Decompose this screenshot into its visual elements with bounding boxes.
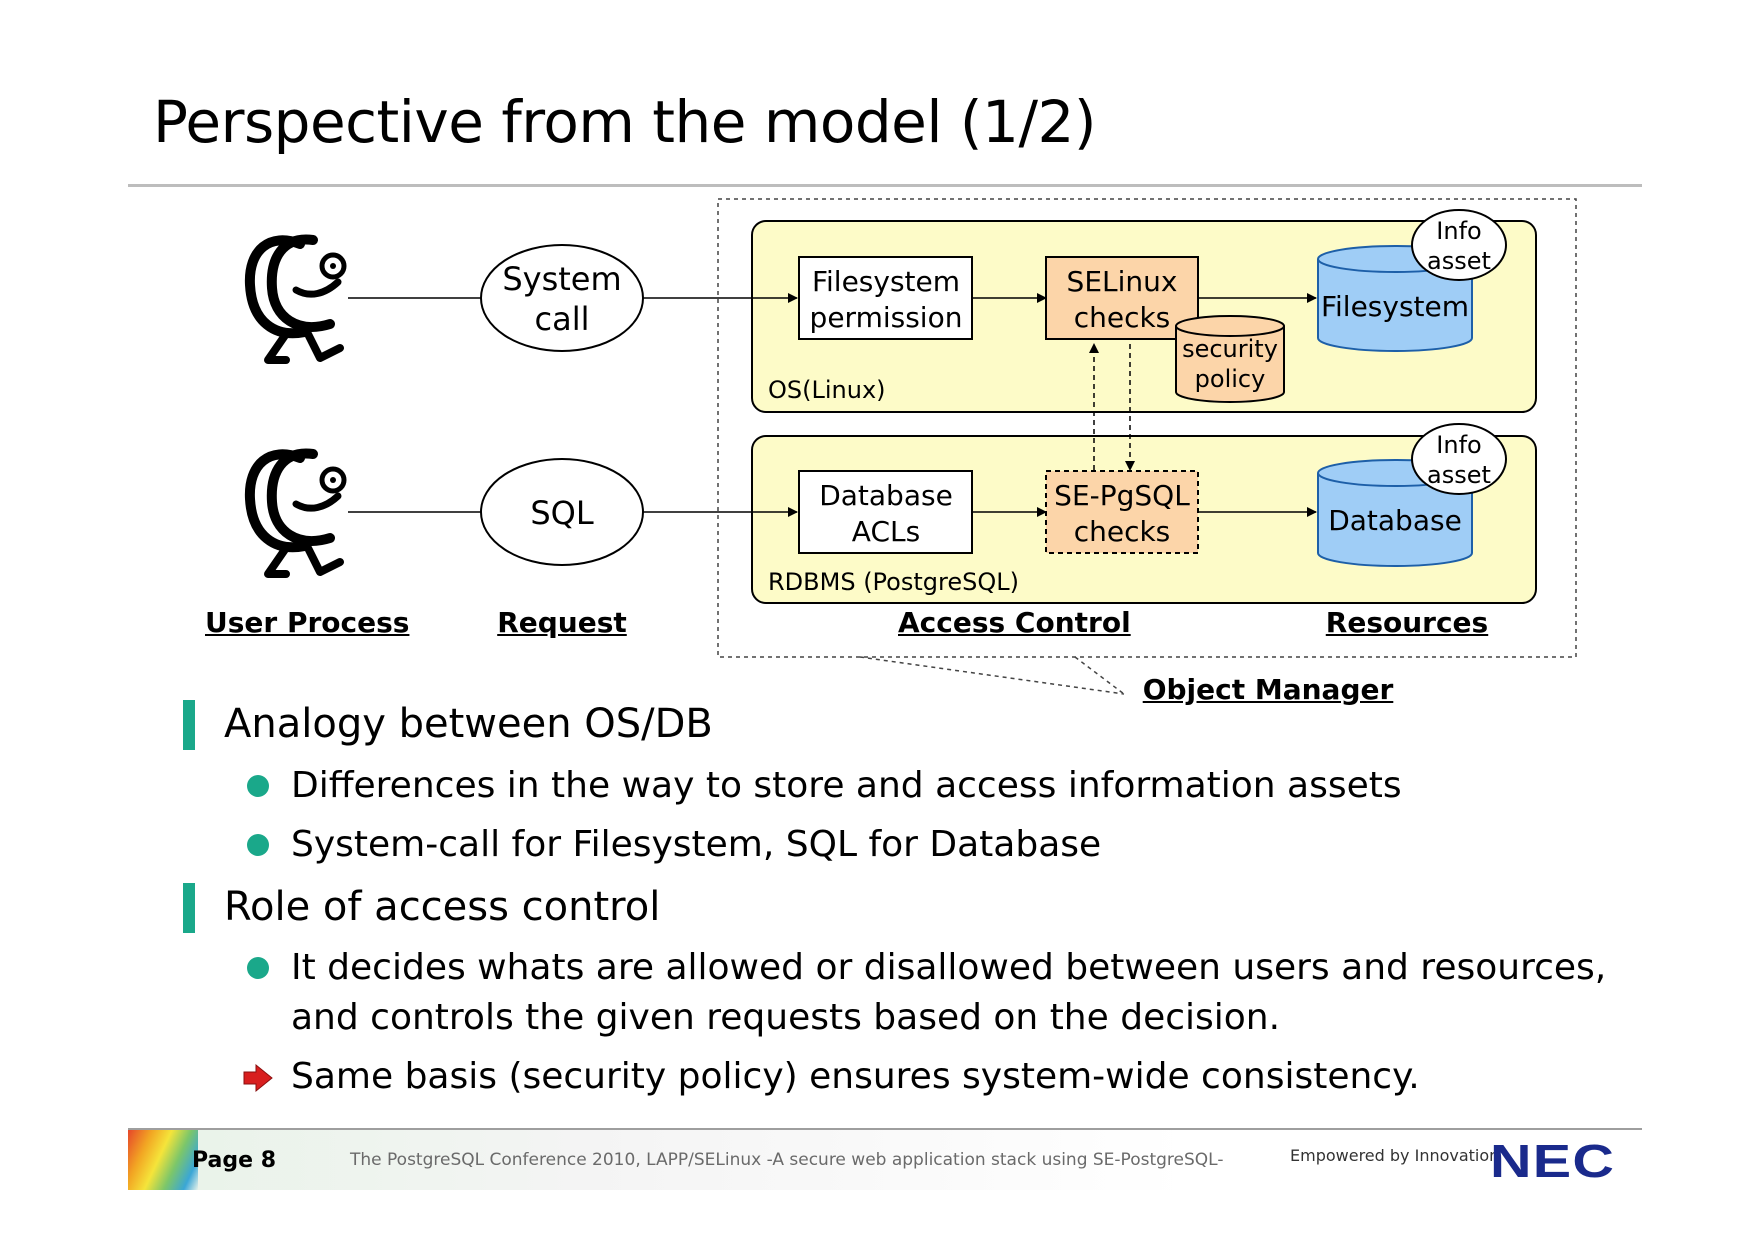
request-column-label: Request	[497, 606, 627, 639]
sepgsql-checks-box	[1045, 470, 1199, 554]
database-acls-label-1: Database	[819, 479, 953, 512]
filesystem-permission-label-2: permission	[810, 301, 963, 334]
teal-dot-icon	[247, 775, 269, 797]
sepgsql-checks-label-1: SE-PgSQL	[1054, 479, 1190, 512]
security-policy-label-1: security	[1182, 335, 1278, 363]
selinux-checks-box	[1045, 256, 1199, 340]
object-manager-label: Object Manager	[1142, 673, 1394, 706]
conference-caption: The PostgreSQL Conference 2010, LAPP/SEL…	[350, 1150, 1224, 1170]
resources-column-label: Resources	[1325, 606, 1489, 639]
database-acls-label-2: ACLs	[852, 515, 920, 548]
user-process-figure-1	[244, 234, 347, 364]
info-asset-2-label-1: Info	[1436, 431, 1481, 459]
nec-logo: NEC	[1490, 1135, 1616, 1187]
teal-dot-icon	[247, 957, 269, 979]
bullet-decides-line-1: It decides whats are allowed or disallow…	[291, 947, 1607, 988]
section-heading-role: Role of access control	[224, 884, 661, 930]
section-heading-analogy: Analogy between OS/DB	[224, 701, 713, 747]
bullet-same-basis: Same basis (security policy) ensures sys…	[291, 1056, 1420, 1097]
filesystem-label: Filesystem	[1321, 290, 1469, 323]
info-asset-bubble-2	[1411, 423, 1507, 495]
teal-dot-icon	[247, 834, 269, 856]
database-label: Database	[1328, 504, 1462, 537]
slide-title: Perspective from the model (1/2)	[153, 88, 1097, 156]
os-linux-label: OS(Linux)	[768, 376, 886, 404]
title-divider	[128, 184, 1642, 187]
user-process-figure-2	[244, 448, 347, 578]
footer-band	[128, 1130, 1642, 1190]
object-manager-region	[717, 198, 1577, 658]
footer-rainbow-stripes	[128, 1130, 198, 1190]
sql-label: SQL	[530, 494, 594, 532]
access-control-column-label: Access Control	[898, 606, 1131, 639]
footer-divider	[128, 1128, 1642, 1130]
system-call-label-2: call	[535, 300, 590, 338]
info-asset-2-label-2: asset	[1427, 461, 1491, 489]
system-call-request	[480, 244, 644, 352]
brand-tagline: Empowered by Innovation	[1290, 1146, 1500, 1165]
sql-request	[480, 458, 644, 566]
database-acls-box	[798, 470, 973, 554]
section-marker	[183, 883, 195, 933]
system-call-label-1: System	[502, 260, 621, 298]
object-manager-callout	[859, 656, 1125, 695]
filesystem-permission-label-1: Filesystem	[812, 265, 960, 298]
red-arrow-icon	[243, 1063, 273, 1093]
rdbms-label: RDBMS (PostgreSQL)	[768, 568, 1019, 596]
section-marker	[183, 700, 195, 750]
page-number: Page 8	[192, 1148, 277, 1173]
selinux-checks-label-1: SELinux	[1067, 265, 1178, 298]
selinux-checks-label-2: checks	[1074, 301, 1171, 334]
info-asset-bubble-1	[1411, 209, 1507, 281]
security-policy-cylinder	[1175, 315, 1285, 403]
bullet-systemcall-sql: System-call for Filesystem, SQL for Data…	[291, 824, 1102, 865]
bullet-decides-line-2: and controls the given requests based on…	[291, 997, 1281, 1038]
info-asset-1-label-1: Info	[1436, 217, 1481, 245]
security-policy-label-2: policy	[1195, 365, 1266, 393]
info-asset-1-label-2: asset	[1427, 247, 1491, 275]
filesystem-permission-box	[798, 256, 973, 340]
bullet-differences: Differences in the way to store and acce…	[291, 765, 1402, 806]
user-process-column-label: User Process	[205, 606, 410, 639]
sepgsql-checks-label-2: checks	[1074, 515, 1171, 548]
